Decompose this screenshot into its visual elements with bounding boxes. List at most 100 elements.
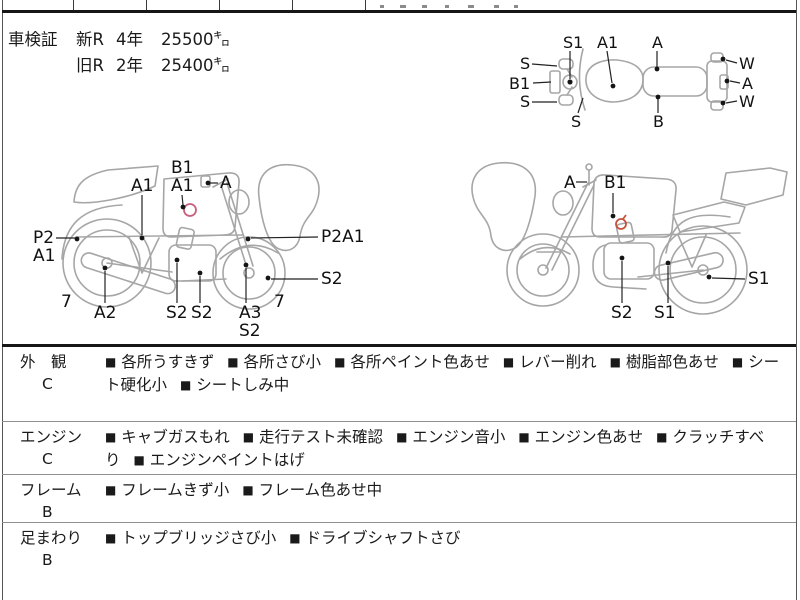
table-row-exterior: 外 観 C ■ 各所うすきず■ 各所さび小■ 各所ペイント色あせ■ レバー削れ■… [2, 347, 796, 422]
pointer-dot [74, 236, 80, 242]
diagram-label: W [739, 54, 755, 73]
diagram-label: S [520, 54, 530, 73]
pointer-dot [619, 255, 625, 261]
diagram-label: W [739, 92, 755, 111]
pointer-dot [665, 260, 671, 266]
pointer-dot [180, 204, 186, 210]
bullet-square-icon: ■ [105, 483, 117, 497]
defect-item: ■ エンジン色あせ [518, 428, 644, 446]
diagram-label: A3 [239, 303, 261, 323]
pointer-dot [654, 66, 660, 72]
defect-items: ■ フレームきず小■ フレーム色あせ中 [103, 475, 796, 522]
table-row-frame: フレーム B ■ フレームきず小■ フレーム色あせ中 [2, 475, 796, 523]
diagram-label: P2A1 [321, 227, 365, 247]
pointer-line [531, 63, 558, 67]
pointer-line [606, 50, 613, 84]
bullet-square-icon: ■ [242, 483, 254, 497]
diagram-label: B1 [509, 74, 530, 93]
pointer-line [181, 194, 184, 206]
diagram-label: S1 [563, 33, 583, 52]
shaken-title: 車検証 [8, 30, 58, 49]
bullet-square-icon: ■ [133, 453, 145, 467]
diagram-label: A [742, 74, 753, 93]
pointer-dot [720, 100, 726, 106]
table-row-undercarriage: 足まわり B ■ トップブリッジさび小■ ドライブシャフトさび [2, 523, 796, 600]
pointer-dot [205, 180, 211, 186]
bullet-square-icon: ■ [518, 430, 530, 444]
pointer-dot [102, 265, 108, 271]
diagram-label: S2 [239, 321, 261, 341]
pointer-line [532, 81, 552, 84]
defect-item: ■ フレーム色あせ中 [242, 481, 383, 499]
diagram-label: A1 [131, 176, 153, 196]
defect-item: ■ 各所ペイント色あせ [334, 353, 490, 371]
diagram-label: 7 [61, 292, 72, 312]
pointer-dot [265, 275, 271, 281]
section-grade: B [42, 503, 53, 521]
pointer-line [725, 100, 738, 104]
defect-item: ■ エンジン音小 [396, 428, 506, 446]
pointer-dot [720, 56, 726, 62]
pointer-line [711, 277, 746, 280]
pointer-dot [724, 78, 730, 84]
pointer-line [725, 59, 738, 64]
diagram-label: S2 [191, 303, 213, 323]
pointer-dot [174, 257, 180, 263]
pointer-dot [610, 83, 616, 89]
diagram-label: S2 [611, 303, 633, 323]
pointer-line [729, 80, 741, 84]
pointer-dot [197, 270, 203, 276]
diagram-label: B [653, 112, 664, 131]
diagram-label: B1 [604, 173, 626, 193]
pointer-dot [706, 274, 712, 280]
shaken-odometer: 25400㌔ [161, 56, 230, 75]
bullet-square-icon: ■ [334, 355, 346, 369]
inspection-table: 外 観 C ■ 各所うすきず■ 各所さび小■ 各所ペイント色あせ■ レバー削れ■… [2, 344, 796, 600]
diagram-label: S2 [166, 303, 188, 323]
diagram-label: A1 [171, 176, 193, 196]
pointer-dot [243, 262, 249, 268]
bullet-square-icon: ■ [502, 355, 515, 369]
section-grade: C [42, 450, 53, 468]
diagram-label: A2 [94, 303, 116, 323]
bullet-square-icon: ■ [242, 430, 255, 444]
pointer-dot [139, 235, 145, 241]
shaken-era: 旧R [76, 56, 104, 75]
diagram-label: A1 [597, 33, 618, 52]
section-grade: C [42, 375, 53, 393]
diagram-label: S1 [748, 269, 770, 289]
bullet-square-icon: ■ [105, 531, 117, 545]
defect-item: ■ シートしみ中 [180, 376, 290, 394]
diagram-label: P2 [33, 228, 54, 248]
diagram-label: A [220, 173, 232, 193]
section-label: エンジン [20, 428, 83, 446]
bullet-square-icon: ■ [180, 378, 192, 392]
bullet-square-icon: ■ [105, 355, 117, 369]
defect-item: ■ トップブリッジさび小 [105, 529, 277, 547]
section-label: 足まわり [20, 529, 83, 547]
table-row-engine: エンジン C ■ キャブガスもれ■ 走行テスト未確認■ エンジン音小■ エンジン… [2, 422, 796, 475]
defect-item: ■ クラッチすべり [105, 428, 765, 469]
sheet-right-border [796, 0, 797, 600]
diagram-label: S1 [654, 303, 676, 323]
diagram-label: A1 [33, 246, 55, 266]
bullet-square-icon: ■ [105, 430, 117, 444]
shaken-odometer: 25500㌔ [161, 30, 230, 49]
section-label: 外 観 [20, 353, 67, 371]
defect-item: ■ エンジンペイントはげ [133, 451, 305, 469]
pointer-dot [245, 236, 251, 242]
shaken-year: 4年 [116, 30, 143, 49]
defect-item: ■ 各所さび小 [227, 353, 322, 371]
defect-item: ■ 樹脂部色あせ [609, 353, 719, 371]
shaken-era: 新R [76, 30, 104, 49]
defect-item: ■ ドライブシャフトさび [289, 529, 461, 547]
pointer-dot [567, 79, 573, 85]
bullet-square-icon: ■ [289, 531, 301, 545]
defect-item: ■ 走行テスト未確認 [242, 428, 384, 446]
diagram-label: 7 [274, 292, 285, 312]
diagram-label: S2 [321, 269, 343, 289]
defect-items: ■ トップブリッジさび小 ■ ドライブシャフトさび [103, 523, 796, 600]
